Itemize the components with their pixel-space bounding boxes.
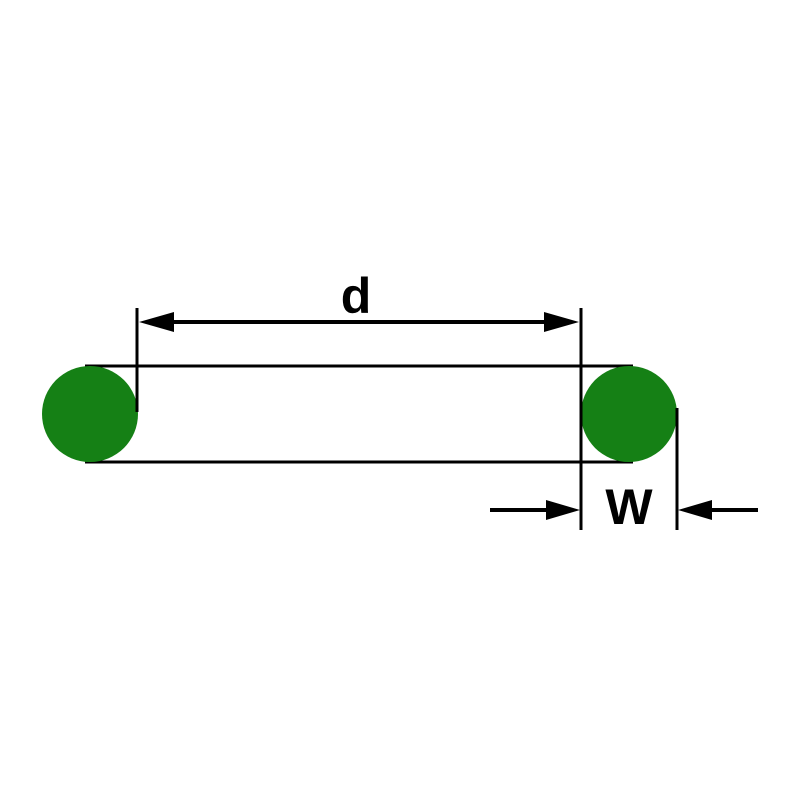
w-arrowhead-right-icon xyxy=(678,500,712,520)
w-arrowhead-left-icon xyxy=(546,500,580,520)
left-cross-section-circle xyxy=(42,366,138,462)
right-cross-section-circle xyxy=(581,366,677,462)
d-label: d xyxy=(341,268,372,324)
d-arrowhead-right-icon xyxy=(544,312,579,332)
d-arrowhead-left-icon xyxy=(139,312,174,332)
w-label: W xyxy=(605,479,653,535)
